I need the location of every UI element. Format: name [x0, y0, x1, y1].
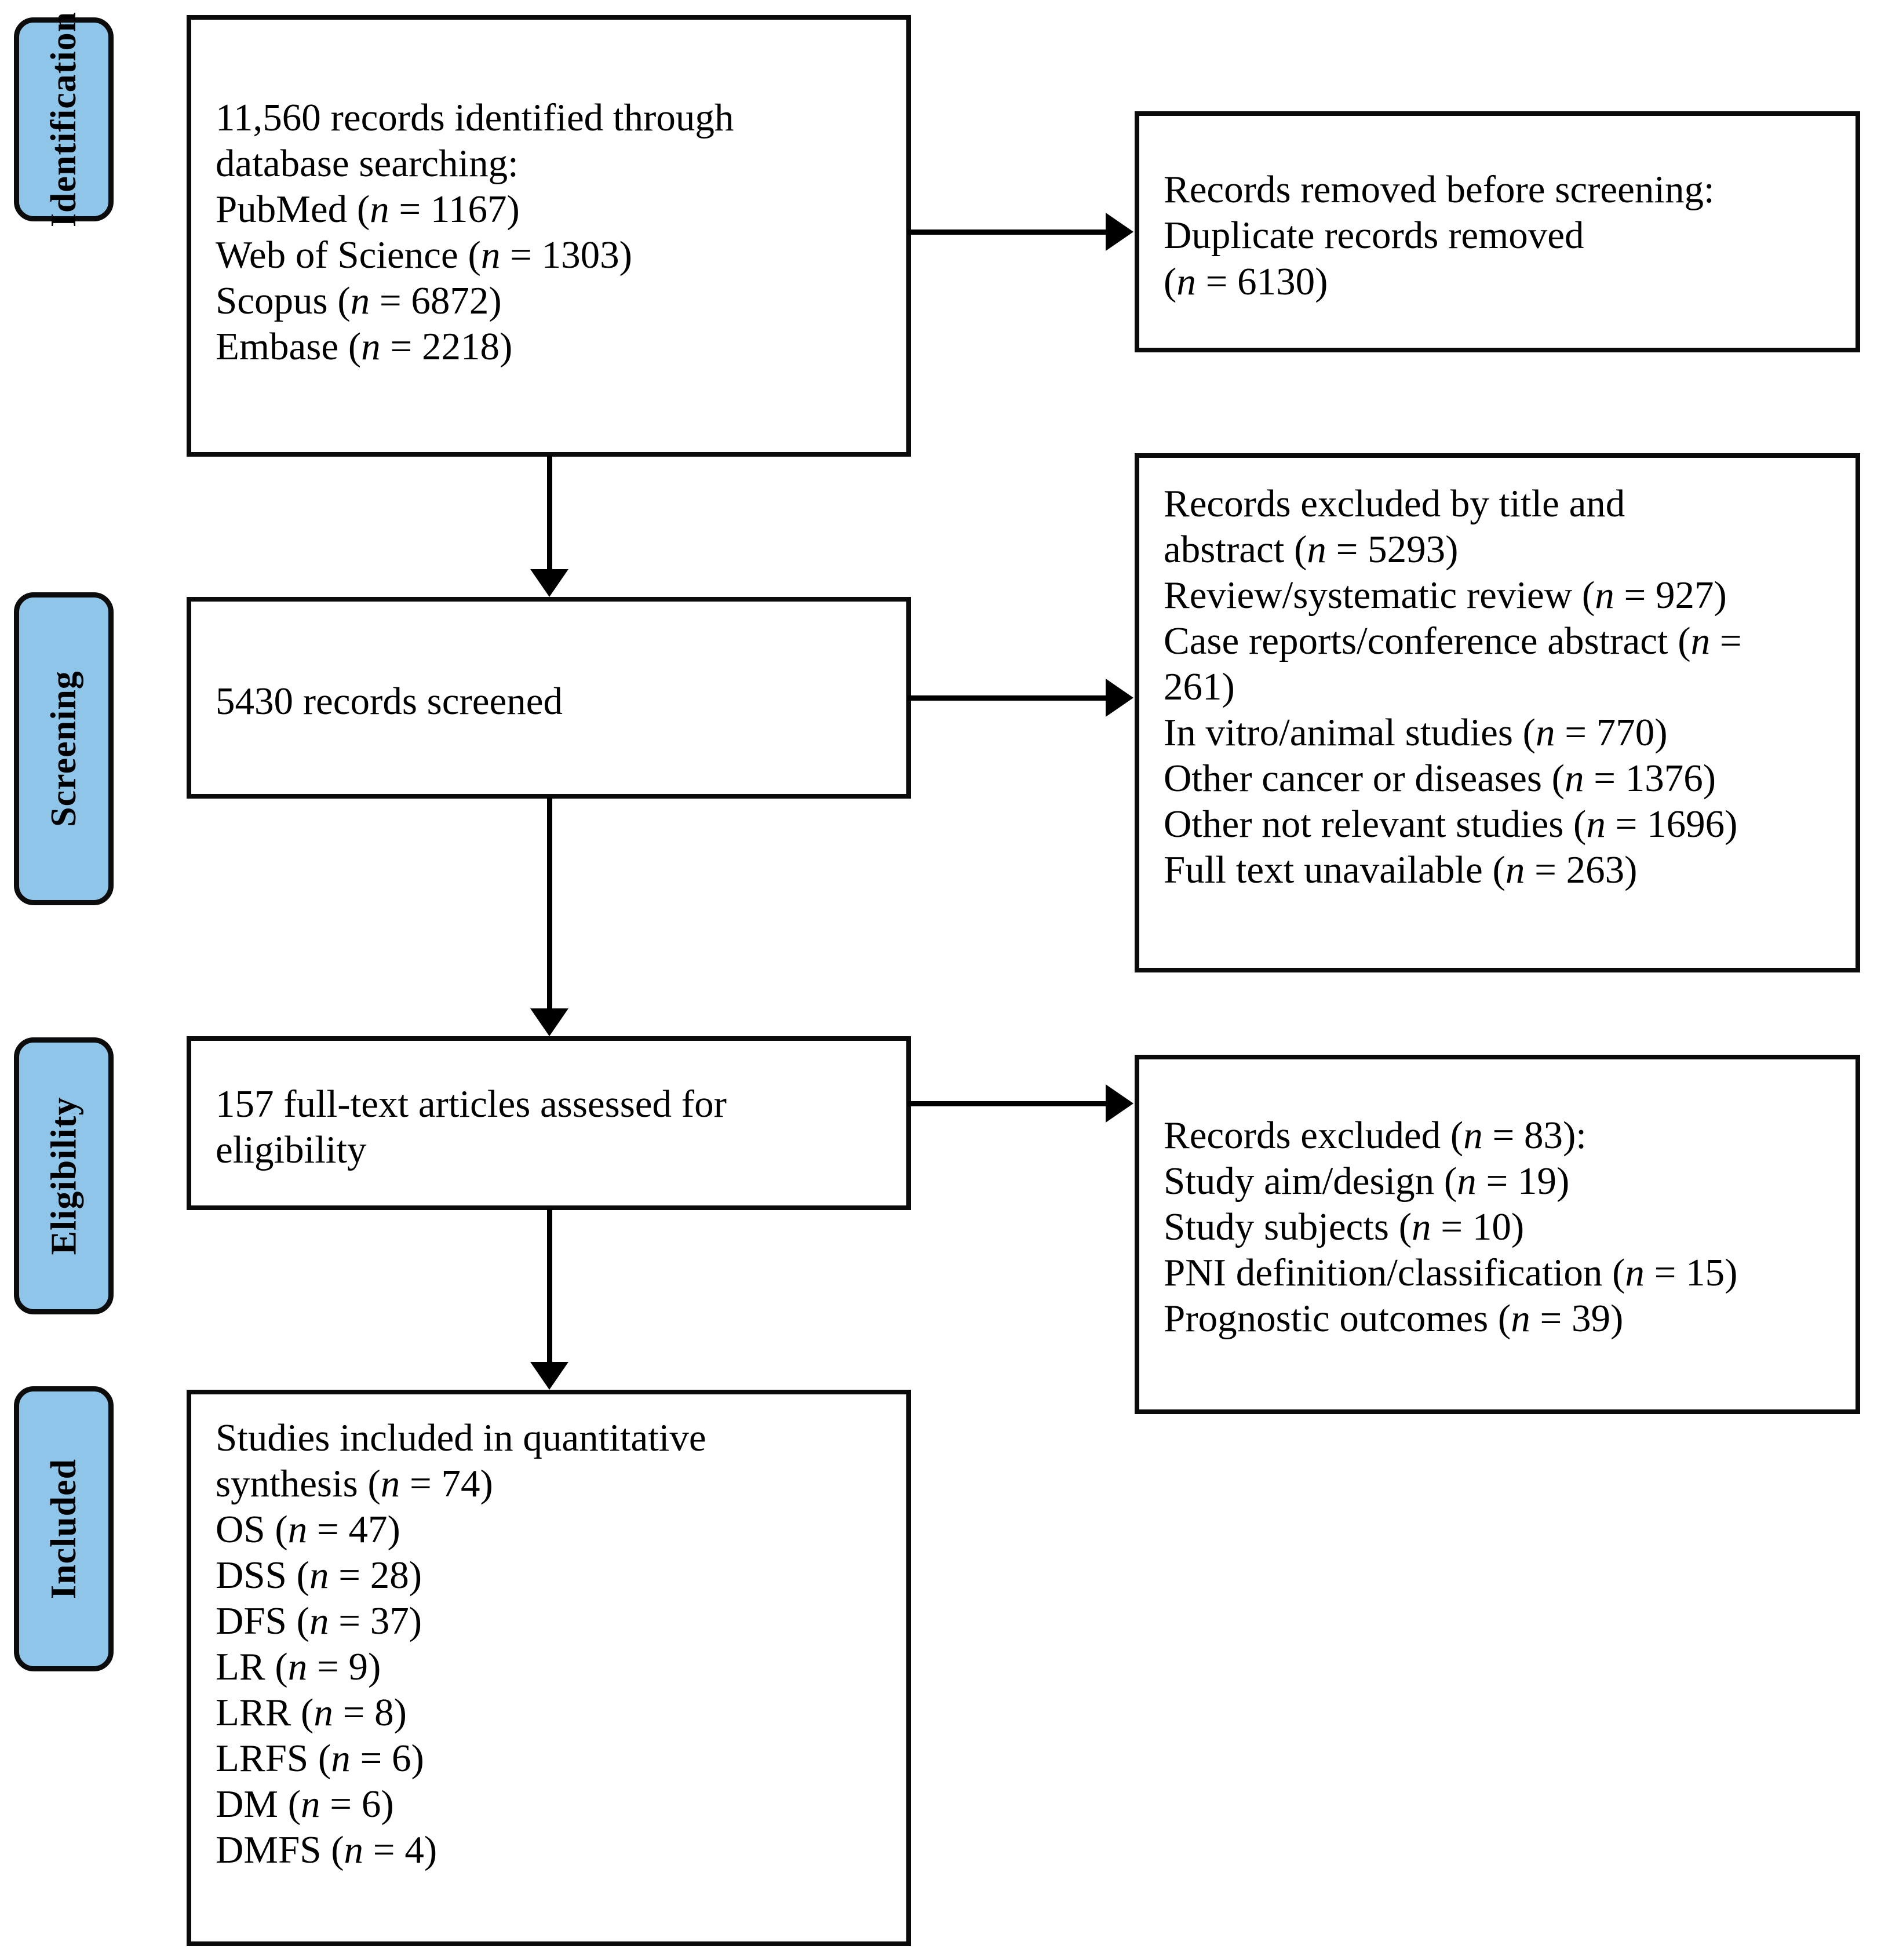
arrow-identification-to-removed — [1106, 213, 1133, 251]
included-box: Studies included in quantitative synthes… — [187, 1390, 911, 1946]
arrow-screening-to-excluded — [1106, 679, 1133, 717]
included-line-1: Studies included in quantitative — [216, 1416, 706, 1459]
records-removed-line-3: (n = 6130) — [1164, 260, 1328, 303]
identification-box: 11,560 records identified through databa… — [187, 15, 911, 457]
identification-line-5: Scopus (n = 6872) — [216, 279, 502, 323]
screening-excluded-line-9: Full text unavailable (n = 263) — [1164, 848, 1638, 892]
arrow-identification-to-screening — [530, 569, 568, 597]
connector-identification-to-removed — [907, 229, 1109, 235]
arrow-eligibility-to-excluded — [1106, 1084, 1133, 1123]
screening-excluded-line-2: abstract (n = 5293) — [1164, 528, 1459, 571]
records-removed-line-1: Records removed before screening: — [1164, 168, 1715, 212]
eligibility-excluded-line-1: Records excluded (n = 83): — [1164, 1114, 1587, 1157]
eligibility-excluded-line-4: PNI definition/classification (n = 15) — [1164, 1251, 1738, 1295]
records-removed-line-2: Duplicate records removed — [1164, 214, 1584, 257]
identification-line-3: PubMed (n = 1167) — [216, 188, 520, 231]
stage-label-eligibility: Eligibility — [14, 1037, 114, 1314]
stage-label-identification-text: Identification — [44, 11, 84, 228]
screening-excluded-line-7: Other cancer or diseases (n = 1376) — [1164, 757, 1716, 800]
included-line-5: DFS (n = 37) — [216, 1600, 422, 1643]
stage-label-identification: Identification — [14, 12, 114, 227]
included-line-4: DSS (n = 28) — [216, 1554, 422, 1597]
stage-label-eligibility-text: Eligibility — [44, 1096, 83, 1255]
records-removed-box: Records removed before screening: Duplic… — [1135, 111, 1860, 352]
connector-eligibility-to-included — [547, 1209, 552, 1363]
included-line-8: LRFS (n = 6) — [216, 1737, 424, 1780]
screening-excluded-line-8: Other not relevant studies (n = 1696) — [1164, 803, 1738, 846]
identification-line-4: Web of Science (n = 1303) — [216, 234, 632, 277]
included-line-3: OS (n = 47) — [216, 1508, 400, 1551]
connector-identification-to-screening — [547, 456, 552, 570]
stage-label-included-text: Included — [44, 1458, 84, 1600]
eligibility-excluded-line-5: Prognostic outcomes (n = 39) — [1164, 1297, 1624, 1340]
stage-label-screening-text: Screening — [44, 671, 83, 827]
eligibility-excluded-line-3: Study subjects (n = 10) — [1164, 1205, 1525, 1249]
screening-excluded-line-3: Review/systematic review (n = 927) — [1164, 574, 1727, 617]
included-line-6: LR (n = 9) — [216, 1645, 381, 1689]
included-line-9: DM (n = 6) — [216, 1783, 394, 1826]
identification-line-1: 11,560 records identified through — [216, 96, 734, 139]
screening-excluded-box: Records excluded by title and abstract (… — [1135, 453, 1860, 972]
included-line-2: synthesis (n = 74) — [216, 1462, 493, 1506]
eligibility-box: 157 full-text articles assessed for elig… — [187, 1036, 911, 1210]
included-line-10: DMFS (n = 4) — [216, 1828, 438, 1872]
connector-screening-to-eligibility — [547, 797, 552, 1010]
eligibility-line-1: 157 full-text articles assessed for — [216, 1082, 727, 1125]
identification-line-2: database searching: — [216, 142, 519, 185]
screening-box: 5430 records screened — [187, 597, 911, 799]
screening-excluded-line-1: Records excluded by title and — [1164, 482, 1625, 525]
stage-label-included: Included — [14, 1386, 114, 1671]
eligibility-excluded-box: Records excluded (n = 83): Study aim/des… — [1135, 1055, 1860, 1414]
identification-line-6: Embase (n = 2218) — [216, 325, 513, 369]
screening-excluded-line-5: 261) — [1164, 665, 1235, 709]
connector-screening-to-excluded — [907, 695, 1109, 701]
screening-line-1: 5430 records screened — [216, 680, 563, 723]
stage-label-screening: Screening — [14, 592, 114, 905]
arrow-eligibility-to-included — [530, 1362, 568, 1390]
eligibility-excluded-line-2: Study aim/design (n = 19) — [1164, 1160, 1570, 1203]
screening-excluded-line-6: In vitro/animal studies (n = 770) — [1164, 711, 1668, 755]
connector-eligibility-to-excluded — [907, 1101, 1109, 1106]
screening-excluded-line-4: Case reports/conference abstract (n = — [1164, 620, 1742, 663]
eligibility-line-2: eligibility — [216, 1128, 367, 1171]
arrow-screening-to-eligibility — [530, 1008, 568, 1036]
included-line-7: LRR (n = 8) — [216, 1691, 407, 1735]
